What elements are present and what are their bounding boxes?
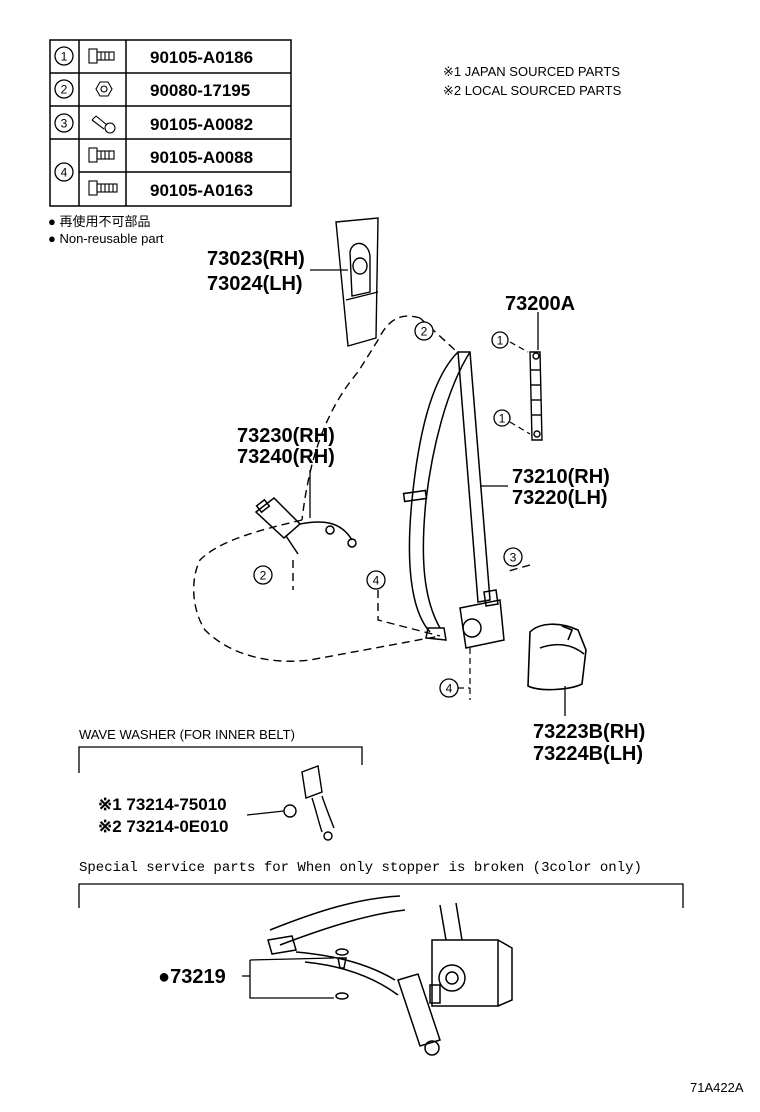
fastener-marker: 1 [491,331,509,349]
sourcing-note: ※2 LOCAL SOURCED PARTS [443,83,622,98]
legend-jp: ● 再使用不可部品 [48,214,150,229]
flange-bolt-icon [88,48,115,64]
flange-bolt-icon [88,147,115,163]
svg-text:2: 2 [260,569,267,583]
callout-73023: 73023(RH) [207,248,305,270]
seat-outline [192,315,531,662]
outer-seat-belt [402,351,491,641]
part-number: 90105-A0163 [150,181,253,200]
svg-text:2: 2 [61,83,68,97]
retractor-cover [527,623,587,691]
special-service-bracket [78,883,684,908]
svg-text:1: 1 [497,334,504,348]
table-key-3: 3 [54,113,74,133]
nut-icon [95,81,113,97]
wave-washer-part: ※2 73214-0E010 [98,817,229,836]
inner-buckle [254,497,357,555]
part-number: 90105-A0186 [150,48,253,67]
svg-text:4: 4 [446,682,453,696]
special-service-heading: Special service parts for When only stop… [79,860,642,876]
fastener-marker: 4 [366,570,386,590]
table-key-4: 4 [54,162,74,182]
callout-73024: 73024(LH) [207,273,303,295]
callout-73224b: 73224B(LH) [533,743,643,765]
screw-icon [91,115,116,134]
callout-73210: 73210(RH) [512,466,610,488]
fastener-marker: 2 [253,565,273,585]
leader-lines [309,269,566,716]
fastener-marker: 2 [414,321,434,341]
wave-washer-bracket [78,746,363,773]
sourcing-note: ※1 JAPAN SOURCED PARTS [443,64,620,79]
svg-text:1: 1 [61,50,68,64]
callout-73220: 73220(LH) [512,487,608,509]
wave-washer-illustration [283,765,335,841]
svg-text:2: 2 [421,325,428,339]
svg-text:1: 1 [499,412,506,426]
special-service-part: ●73219 [158,966,226,988]
legend-en: ● Non-reusable part [48,231,164,246]
callout-73240: 73240(RH) [237,446,335,468]
wave-washer-part: ※1 73214-75010 [98,795,227,814]
fastener-table [49,39,292,207]
part-number: 90105-A0082 [150,115,253,134]
marker-leaders [458,341,531,700]
part-number: 90105-A0088 [150,148,253,167]
fastener-marker: 4 [439,678,459,698]
wave-washer-leader [246,810,285,816]
callout-73200a: 73200A [505,293,575,315]
fastener-marker: 1 [493,409,511,427]
svg-text:3: 3 [61,117,68,131]
callout-73230: 73230(RH) [237,425,335,447]
stopper-illustration [267,895,513,1056]
pillar-anchor-plate [335,217,379,347]
retractor [459,589,505,649]
table-key-2: 2 [54,79,74,99]
part-number: 90080-17195 [150,81,250,100]
table-key-1: 1 [54,46,74,66]
figure-id: 71A422A [690,1080,744,1095]
wave-washer-heading: WAVE WASHER (FOR INNER BELT) [79,727,295,742]
flange-bolt-icon [88,180,118,196]
special-service-leader [242,957,335,999]
fastener-marker: 3 [503,547,523,567]
svg-text:3: 3 [510,551,517,565]
svg-text:4: 4 [61,166,68,180]
height-adjuster [529,351,543,441]
callout-73223b: 73223B(RH) [533,721,645,743]
svg-text:4: 4 [373,574,380,588]
